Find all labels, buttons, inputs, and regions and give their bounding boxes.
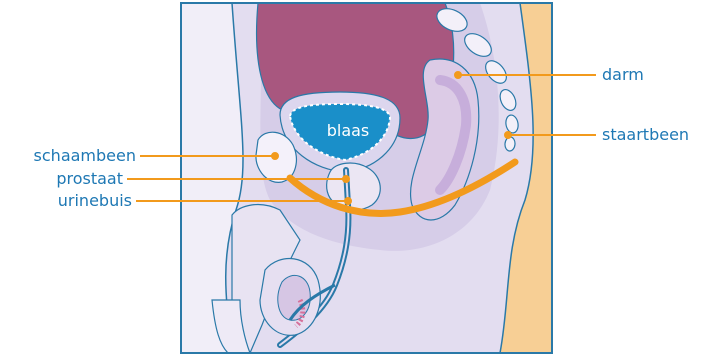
label-prostaat: prostaat [4, 169, 123, 189]
leader-dot-urinebuis [345, 198, 351, 204]
leader-dot-staartbeen [505, 132, 511, 138]
leader-dot-darm [455, 72, 461, 78]
leader-dot-prostaat [343, 176, 349, 182]
label-urinebuis: urinebuis [4, 191, 132, 211]
label-darm: darm [602, 65, 702, 85]
label-staartbeen: staartbeen [602, 125, 702, 145]
label-blaas: blaas [318, 121, 378, 141]
leader-dot-schaambeen [272, 153, 278, 159]
label-schaambeen: schaambeen [4, 146, 136, 166]
